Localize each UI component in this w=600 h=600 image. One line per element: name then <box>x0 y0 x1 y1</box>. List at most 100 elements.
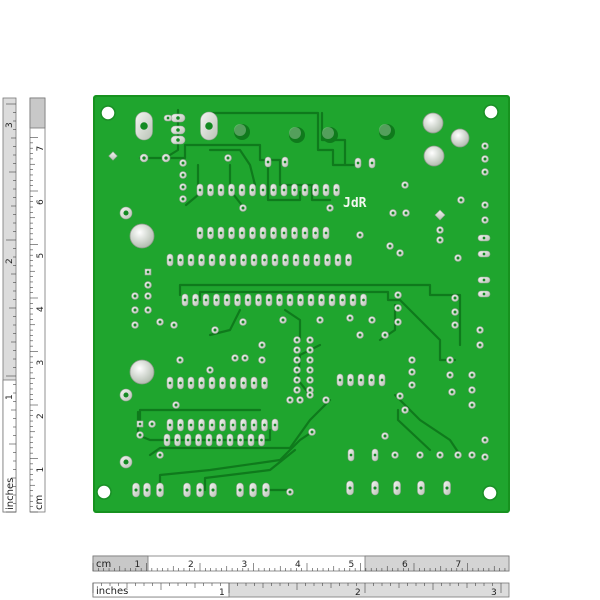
pad-hole <box>272 188 275 192</box>
vertical-ruler-cm-dark-top <box>29 97 46 129</box>
pad-hole <box>272 231 275 235</box>
pad-hole <box>198 488 202 492</box>
pad-hole <box>200 423 203 427</box>
pad-hole <box>335 188 338 192</box>
horizontal-ruler-ticks <box>92 563 506 593</box>
trace <box>158 430 314 492</box>
pad-hole <box>221 423 224 427</box>
pad-hole <box>210 258 214 262</box>
pad-hole <box>215 298 218 302</box>
pad-hole <box>324 188 328 192</box>
pad-hole <box>320 298 323 302</box>
pad-hole <box>176 128 180 132</box>
pad-hole <box>410 358 414 362</box>
pad-hole <box>273 258 277 262</box>
pad-hole <box>166 116 170 120</box>
pad-hole <box>123 392 129 398</box>
pad-hole <box>242 258 245 262</box>
pad-hole <box>403 408 407 412</box>
pad-hole <box>349 453 353 457</box>
pad-hole <box>251 488 255 492</box>
pad-hole <box>453 296 457 300</box>
pad-hole <box>233 356 237 360</box>
pad-hole <box>198 231 202 235</box>
pad-hole <box>483 438 487 442</box>
pad-hole <box>288 398 292 402</box>
pad-hole <box>295 378 299 382</box>
pad-hole <box>310 430 314 434</box>
pad-hole <box>483 455 487 459</box>
pad-hole <box>383 434 387 438</box>
trace <box>138 408 262 422</box>
pad-hole <box>453 323 457 327</box>
pad-hole <box>373 453 377 457</box>
pad-hole <box>438 238 442 242</box>
horizontal-ruler-cm-label: 5 <box>349 560 355 570</box>
pad-hole <box>282 188 286 192</box>
pad-hole <box>298 398 302 402</box>
horizontal-ruler-unit-cm: cm <box>96 559 111 570</box>
pad-hole <box>226 156 230 160</box>
pad-hole <box>221 381 224 385</box>
plated-hole <box>289 127 305 143</box>
horizontal-ruler-cm-label: 4 <box>295 560 301 570</box>
trace <box>266 158 302 202</box>
pad-hole <box>470 403 474 407</box>
pad-hole <box>231 381 235 385</box>
pad-hole <box>308 388 312 392</box>
pad-hole <box>308 338 312 342</box>
vertical-ruler-inch-label: 1 <box>5 394 15 400</box>
pad-hole <box>164 156 168 160</box>
pad-hole <box>303 231 307 235</box>
trace <box>283 308 302 342</box>
pad-hole <box>293 188 296 192</box>
pad-hole <box>470 373 474 377</box>
pad-hole <box>391 211 395 215</box>
pad-hole <box>189 381 193 385</box>
pad-hole <box>308 378 312 382</box>
pad-hole <box>483 203 487 207</box>
pad-hole <box>438 228 442 232</box>
horizontal-ruler-unit-inches: inches <box>96 586 128 597</box>
pad-hole <box>314 188 317 192</box>
pad-hole <box>242 381 245 385</box>
large-pad <box>129 359 155 385</box>
pad-hole <box>260 438 263 442</box>
pad-hole <box>138 433 142 437</box>
pad-hole <box>459 198 463 202</box>
horizontal-ruler-inch-label: 3 <box>491 588 497 598</box>
pad-hole <box>482 292 486 296</box>
pad-hole <box>207 438 211 442</box>
pad-hole <box>380 378 384 382</box>
pcb-board: JdR <box>93 95 510 513</box>
pad-hole <box>348 316 352 320</box>
pad-hole <box>178 358 182 362</box>
pad-hole <box>308 358 312 362</box>
vertical-ruler-unit-cm: cm <box>34 495 45 510</box>
mounting-hole <box>483 104 499 120</box>
pad-hole <box>146 294 150 298</box>
pad-hole <box>263 258 266 262</box>
trace <box>396 408 432 452</box>
pad-hole <box>456 453 460 457</box>
mounting-hole <box>96 484 112 500</box>
pad-hole <box>395 486 399 490</box>
horizontal-ruler-inch-label: 2 <box>355 588 361 598</box>
pad-hole <box>398 394 402 398</box>
pad-hole <box>264 488 268 492</box>
horizontal-ruler-inch-label: 1 <box>219 588 225 598</box>
pad-hole <box>370 318 374 322</box>
pad-hole <box>179 258 182 262</box>
horizontal-ruler-inch-labels: 1 2 3 <box>219 588 497 598</box>
pad-hole <box>176 438 179 442</box>
pad-hole <box>347 258 350 262</box>
pad-hole <box>251 188 254 192</box>
pad-hole <box>309 298 313 302</box>
vertical-ruler-ticks <box>6 103 38 513</box>
pad-hole <box>238 488 242 492</box>
pad-hole <box>295 358 299 362</box>
pad-hole <box>242 423 245 427</box>
